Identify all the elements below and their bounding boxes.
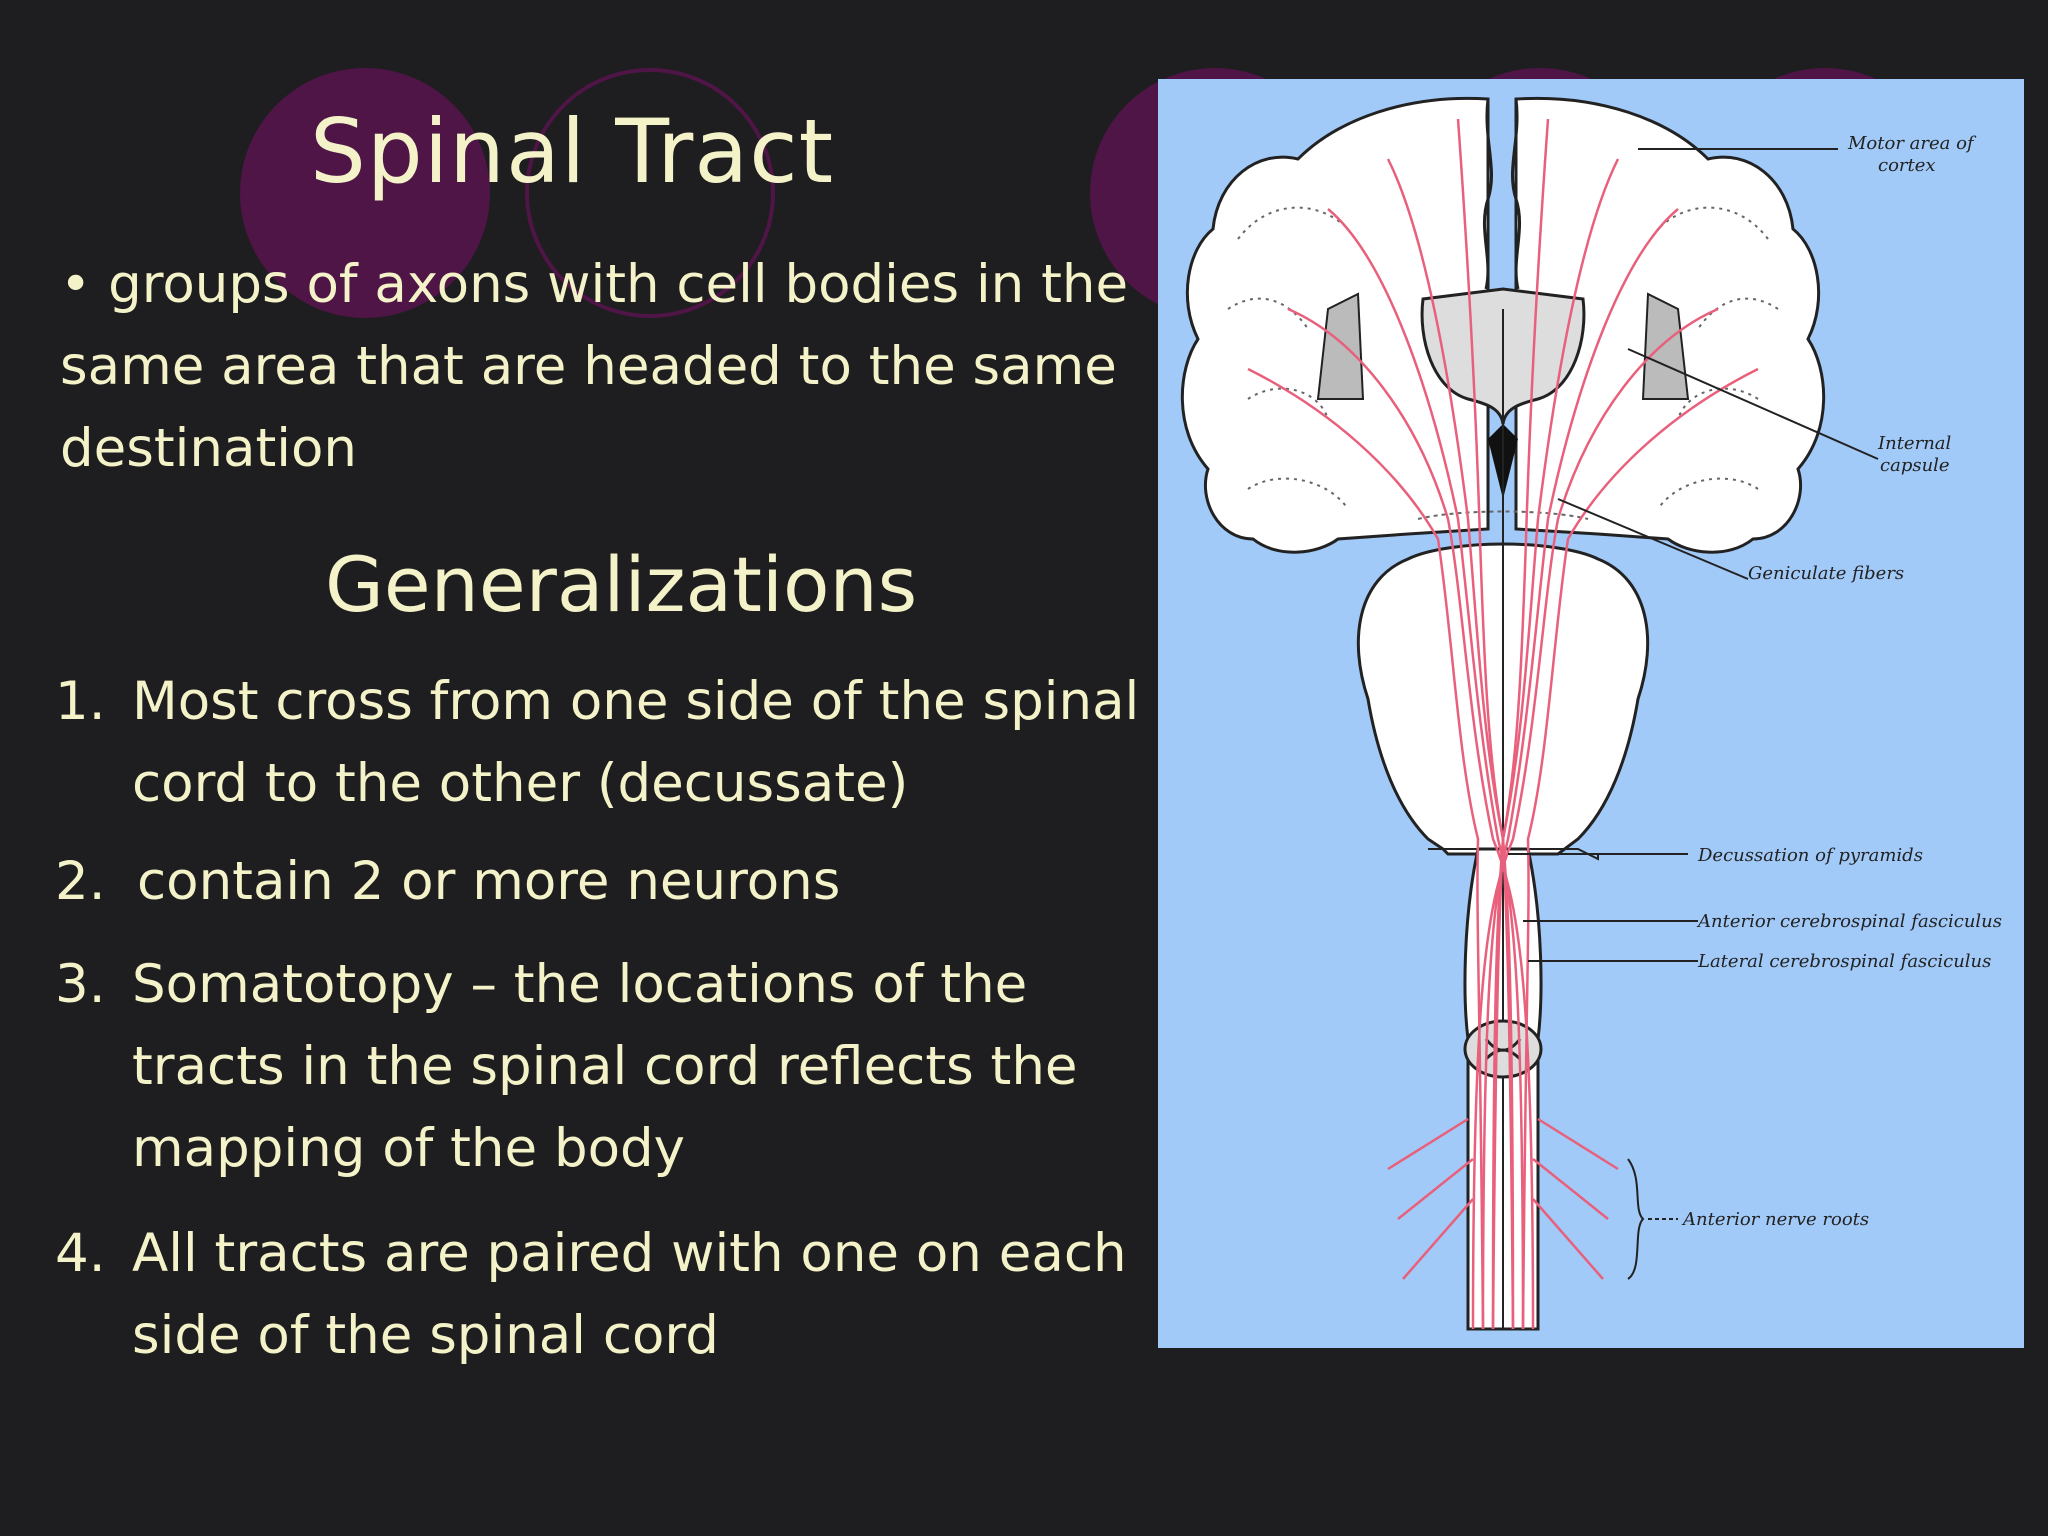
label-geniculate-fibers: Geniculate fibers: [1748, 563, 1904, 584]
list-item-text: contain 2 or more neurons: [137, 851, 841, 912]
decorative-circle: [240, 68, 490, 318]
list-item-number: 2.: [55, 851, 106, 912]
section-heading: Generalizations: [325, 540, 918, 629]
list-item: 2. contain 2 or more neurons: [55, 841, 1145, 923]
tract-fibers: [1247, 118, 1759, 1330]
label-internal-capsule-cont: capsule: [1880, 455, 1950, 476]
label-lateral-fasciculus: Lateral cerebrospinal fasciculus: [1697, 951, 1991, 972]
label-internal-capsule: Internal: [1877, 433, 1952, 454]
intro-bullet: • groups of axons with cell bodies in th…: [60, 254, 1129, 479]
list-item-text: All tracts are paired with one on each s…: [132, 1223, 1127, 1366]
list-item-number: 4.: [55, 1223, 106, 1284]
corticospinal-tract-diagram: Motor area of cortex Internal capsule Ge…: [1158, 79, 2024, 1348]
label-nerve-roots: Anterior nerve roots: [1681, 1209, 1869, 1230]
slide-title: Spinal Tract: [310, 100, 835, 203]
label-decussation: Decussation of pyramids: [1697, 845, 1923, 866]
brain-illustration: Motor area of cortex Internal capsule Ge…: [1180, 96, 2002, 1331]
list-item-number: 1.: [55, 671, 106, 732]
decorative-ring: [525, 68, 775, 318]
list-item-text: Somatotopy – the locations of the tracts…: [132, 954, 1078, 1179]
label-anterior-fasciculus: Anterior cerebrospinal fasciculus: [1696, 911, 2002, 932]
list-item: 3. Somatotopy – the locations of the tra…: [55, 944, 1145, 1190]
list-item-text: Most cross from one side of the spinal c…: [132, 671, 1140, 814]
list-item-number: 3.: [55, 954, 106, 1015]
list-item: 4. All tracts are paired with one on eac…: [55, 1213, 1145, 1377]
label-motor-area: Motor area of: [1847, 133, 1977, 154]
label-motor-area-cont: cortex: [1878, 155, 1936, 176]
list-item: 1. Most cross from one side of the spina…: [55, 661, 1145, 825]
